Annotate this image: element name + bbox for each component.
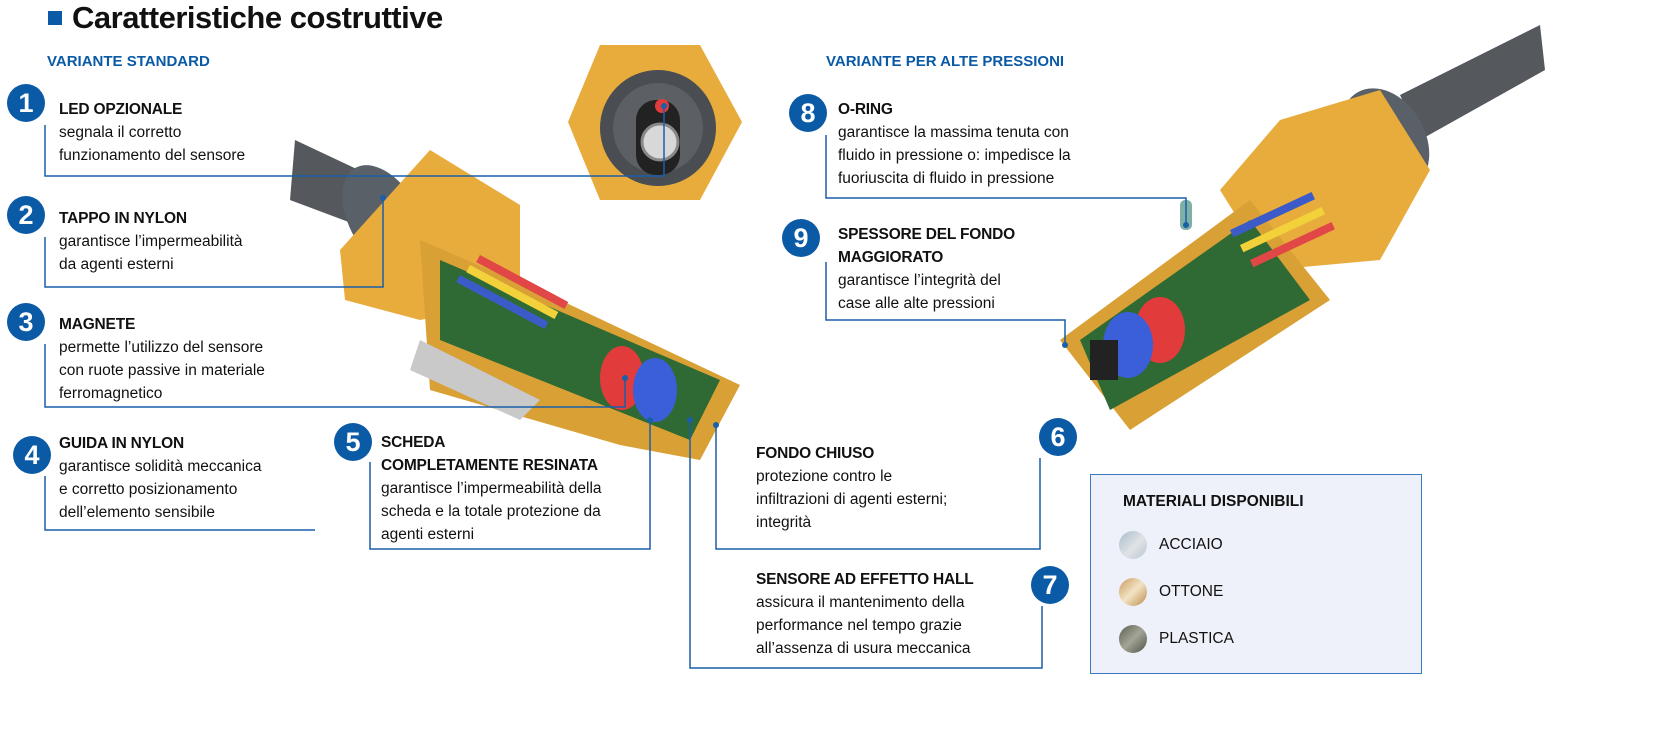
material-plastica: PLASTICA (1119, 625, 1234, 653)
feature-heading: LED OPZIONALE (59, 101, 183, 118)
feature-oring: O-RING garantisce la massima tenuta con f… (838, 98, 1071, 190)
feature-heading: FONDO CHIUSO (756, 445, 875, 462)
feature-line: all’assenza di usura meccanica (756, 640, 971, 657)
feature-tappo: TAPPO IN NYLON garantisce l’impermeabili… (59, 207, 243, 276)
badge-3: 3 (7, 303, 45, 341)
feature-heading: SENSORE AD EFFETTO HALL (756, 571, 974, 588)
feature-line: infiltrazioni di agenti esterni; (756, 491, 948, 508)
title-square-icon (48, 11, 62, 25)
feature-heading: MAGGIORATO (838, 249, 944, 266)
feature-heading: SCHEDA (381, 434, 446, 451)
materials-panel: MATERIALI DISPONIBILI ACCIAIO OTTONE PLA… (1090, 474, 1422, 674)
sensor-top-view (568, 45, 742, 200)
steel-swatch-icon (1119, 531, 1147, 559)
feature-line: fluido in pressione o: impedisce la (838, 147, 1071, 164)
feature-line: segnala il corretto (59, 124, 182, 141)
feature-line: scheda e la totale protezione da (381, 503, 601, 520)
feature-scheda: SCHEDA COMPLETAMENTE RESINATA garantisce… (381, 431, 602, 546)
feature-hall: SENSORE AD EFFETTO HALL assicura il mant… (756, 568, 974, 660)
feature-line: garantisce l’integrità del (838, 272, 1001, 289)
brass-swatch-icon (1119, 578, 1147, 606)
feature-led: LED OPZIONALE segnala il corretto funzion… (59, 98, 245, 167)
material-acciaio: ACCIAIO (1119, 531, 1223, 559)
material-label: OTTONE (1159, 583, 1224, 600)
sensor-standard (290, 140, 740, 460)
feature-line: garantisce l’impermeabilità della (381, 480, 602, 497)
feature-line: da agenti esterni (59, 256, 174, 273)
feature-line: garantisce la massima tenuta con (838, 124, 1069, 141)
material-ottone: OTTONE (1119, 578, 1223, 606)
badge-9: 9 (782, 219, 820, 257)
feature-heading: GUIDA IN NYLON (59, 435, 184, 452)
feature-magnete: MAGNETE permette l’utilizzo del sensore c… (59, 313, 265, 405)
feature-line: garantisce l’impermeabilità (59, 233, 243, 250)
title-text: Caratteristiche costruttive (72, 0, 443, 35)
feature-line: assicura il mantenimento della (756, 594, 965, 611)
feature-heading: SPESSORE DEL FONDO (838, 226, 1015, 243)
page-title: Caratteristiche costruttive (48, 0, 443, 36)
sensor-high-pressure (1060, 25, 1545, 430)
feature-line: permette l’utilizzo del sensore (59, 339, 264, 356)
feature-line: garantisce solidità meccanica (59, 458, 262, 475)
badge-5: 5 (334, 423, 372, 461)
variant-high-pressure-label: VARIANTE PER ALTE PRESSIONI (826, 53, 1065, 70)
badge-7: 7 (1031, 566, 1069, 604)
feature-line: ferromagnetico (59, 385, 163, 402)
badge-6: 6 (1039, 418, 1077, 456)
feature-spessore: SPESSORE DEL FONDO MAGGIORATO garantisce… (838, 223, 1015, 315)
feature-fondo: FONDO CHIUSO protezione contro le infiltr… (756, 442, 947, 534)
badge-4: 4 (13, 436, 51, 474)
feature-line: dell’elemento sensibile (59, 504, 215, 521)
feature-heading: TAPPO IN NYLON (59, 210, 187, 227)
feature-heading: O-RING (838, 101, 893, 118)
feature-line: protezione contro le (756, 468, 893, 485)
feature-line: performance nel tempo grazie (756, 617, 962, 634)
badge-8: 8 (789, 94, 827, 132)
plastic-swatch-icon (1119, 625, 1147, 653)
feature-line: case alle alte pressioni (838, 295, 995, 312)
feature-line: con ruote passive in materiale (59, 362, 265, 379)
feature-heading: COMPLETAMENTE RESINATA (381, 457, 598, 474)
feature-line: e corretto posizionamento (59, 481, 238, 498)
badge-1: 1 (7, 84, 45, 122)
feature-heading: MAGNETE (59, 316, 136, 333)
badge-2: 2 (7, 196, 45, 234)
connector-lines (44, 106, 1187, 669)
feature-line: integrità (756, 514, 812, 531)
materials-title: MATERIALI DISPONIBILI (1123, 493, 1304, 510)
feature-guida: GUIDA IN NYLON garantisce solidità mecca… (59, 432, 261, 524)
variant-standard-label: VARIANTE STANDARD (47, 53, 210, 70)
feature-line: funzionamento del sensore (59, 147, 246, 164)
feature-line: agenti esterni (381, 526, 475, 543)
material-label: PLASTICA (1159, 630, 1234, 647)
feature-line: fuoriuscita di fluido in pressione (838, 170, 1055, 187)
material-label: ACCIAIO (1159, 536, 1223, 553)
